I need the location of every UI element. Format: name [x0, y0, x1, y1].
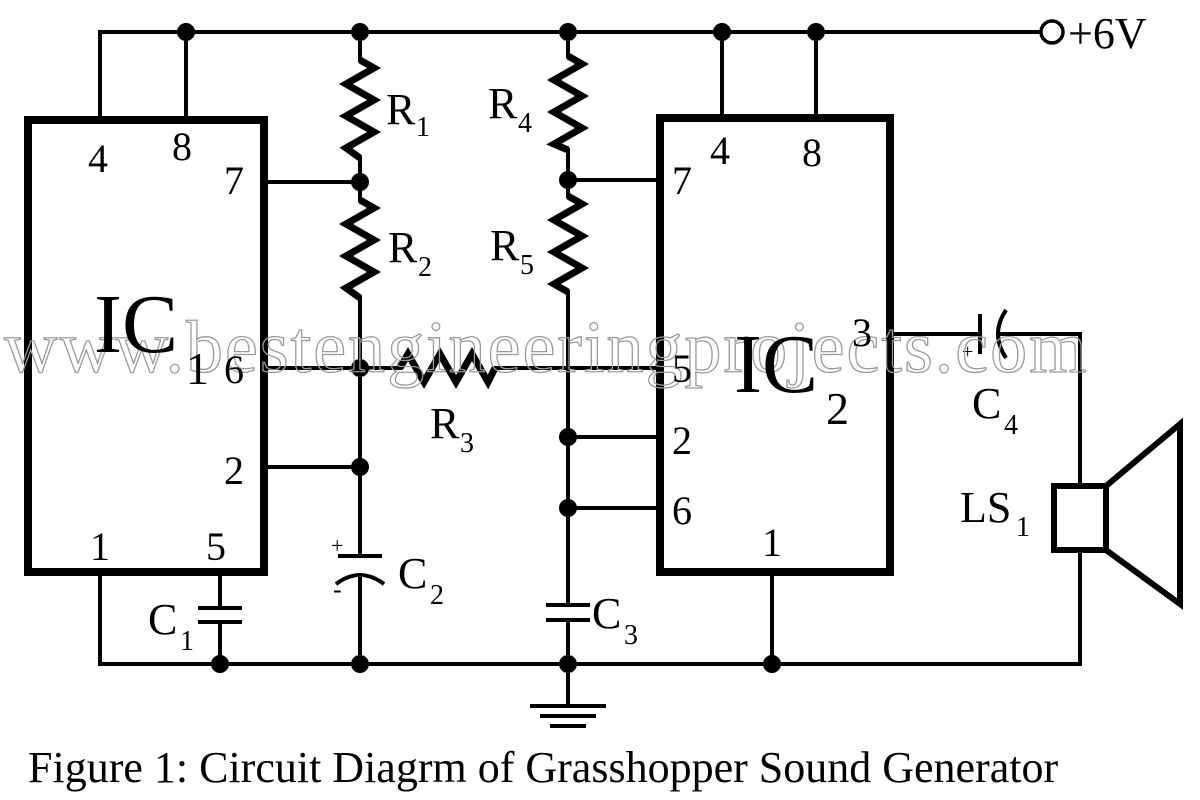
ic2-pin3-label: 3 — [852, 310, 872, 355]
ic2-sub: 2 — [826, 383, 849, 434]
junction-dot — [559, 655, 577, 673]
ic1-pin4-label: 4 — [88, 136, 108, 181]
ic2-pin2-label: 2 — [672, 418, 692, 463]
ic2-pin5-label: 5 — [672, 346, 692, 391]
speaker-label: LS — [960, 483, 1011, 532]
c4-plus-sign: + — [962, 341, 973, 363]
ic1-label: IC — [94, 278, 178, 371]
resistor-r5 — [546, 192, 590, 296]
watermark: www.bestengineeringprojects.com — [4, 307, 1089, 389]
ic1-pin2-label: 2 — [224, 448, 244, 493]
c4-sub: 4 — [1004, 410, 1018, 441]
r2-label: R — [388, 223, 418, 272]
junction-dot — [559, 428, 577, 446]
c2-sub: 2 — [430, 580, 444, 611]
junction-dot — [713, 23, 731, 41]
speaker-cone — [1103, 417, 1183, 610]
speaker-body — [1051, 483, 1109, 553]
r3-sub: 3 — [460, 428, 474, 459]
r5-sub: 5 — [520, 250, 534, 281]
figure-caption: Figure 1: Circuit Diagrm of Grasshopper … — [28, 743, 1058, 792]
junction-dot — [559, 499, 577, 517]
ic1-pin5-label: 5 — [206, 524, 226, 569]
junction-dot — [177, 23, 195, 41]
ic2-pin7-label: 7 — [672, 158, 692, 203]
c1-label: C — [148, 595, 177, 644]
ic2-label: IC — [734, 318, 818, 411]
c1-sub: 1 — [180, 626, 194, 657]
ic2-pin8-label: 8 — [802, 130, 822, 175]
ic1-box — [24, 116, 268, 576]
c2-minus-sign: - — [333, 575, 342, 604]
c4-label: C — [972, 379, 1001, 428]
ic2-box — [656, 114, 894, 576]
resistor-r4 — [546, 52, 590, 154]
c3-label: C — [592, 589, 621, 638]
r2-sub: 2 — [418, 252, 432, 283]
ic1-pin6-label: 6 — [224, 347, 244, 392]
junction-dot — [351, 359, 369, 377]
resistor-r3 — [396, 346, 499, 390]
junction-dot — [559, 171, 577, 189]
junction-dot — [807, 23, 825, 41]
r5-label: R — [490, 221, 520, 270]
ic2-pin6-label: 6 — [672, 488, 692, 533]
resistor-r1 — [338, 56, 382, 161]
junction-dot — [351, 655, 369, 673]
ic1-pin1-label: 1 — [90, 524, 110, 569]
capacitor-c2-plate-b — [334, 573, 386, 586]
ic1-pin8-label: 8 — [172, 124, 192, 169]
c2-plus-sign: + — [331, 533, 343, 558]
ic1-pin7-label: 7 — [224, 158, 244, 203]
c3-sub: 3 — [624, 620, 638, 651]
ic1-sub: 1 — [186, 343, 209, 394]
junction-dot — [211, 655, 229, 673]
speaker-sub: 1 — [1016, 512, 1030, 543]
junction-dot — [351, 173, 369, 191]
r4-sub: 4 — [518, 108, 532, 139]
r1-sub: 1 — [416, 112, 430, 143]
junction-dot — [559, 23, 577, 41]
supply-label: +6V — [1068, 9, 1147, 58]
junction-dot — [763, 655, 781, 673]
r4-label: R — [488, 79, 518, 128]
ic2-pin4-label: 4 — [710, 128, 730, 173]
supply-terminal — [1039, 19, 1065, 45]
c2-label: C — [398, 549, 427, 598]
r1-label: R — [386, 85, 416, 134]
r3-label: R — [430, 399, 460, 448]
resistor-r2 — [338, 196, 382, 301]
capacitor-c4-plate-b — [996, 308, 1008, 360]
junction-dot — [351, 23, 369, 41]
ic2-pin1-label: 1 — [762, 520, 782, 565]
junction-dot — [351, 458, 369, 476]
